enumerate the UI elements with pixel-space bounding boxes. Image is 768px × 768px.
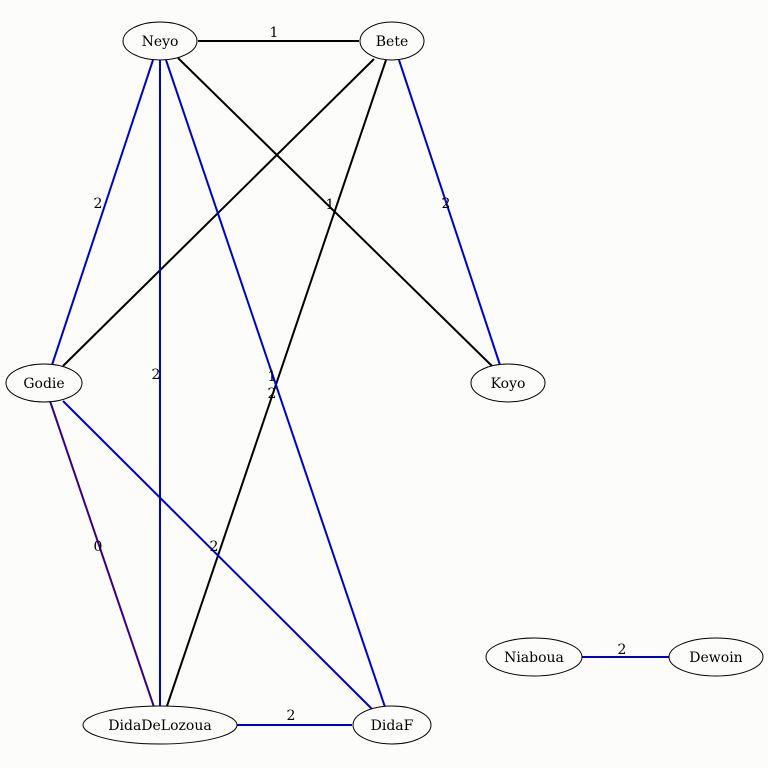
edge-label-neyo-koyo: 1 bbox=[326, 197, 335, 213]
edge-godie-didaf bbox=[62, 400, 373, 710]
node-label-bete: Bete bbox=[376, 34, 408, 50]
edge-label-bete-didadelozoua: 2 bbox=[268, 386, 277, 402]
node-shape-didadelozoua bbox=[82, 705, 238, 745]
edge-neyo-godie bbox=[51, 59, 154, 366]
node-label-niaboua: Niaboua bbox=[504, 650, 564, 666]
node-shape-godie bbox=[5, 363, 83, 403]
node-koyo[interactable]: Koyo bbox=[470, 363, 546, 403]
node-didadelozoua[interactable]: DidaDeLozoua bbox=[82, 705, 238, 745]
edge-label-godie-didadelozoua: 0 bbox=[94, 539, 103, 555]
node-shape-dewoin bbox=[668, 637, 764, 677]
edge-label-godie-didaf: 2 bbox=[210, 539, 219, 555]
edge-label-niaboua-dewoin: 2 bbox=[618, 642, 627, 658]
node-shape-neyo bbox=[122, 21, 198, 61]
edge-labels-layer: 1 1 2 2 2 2 1 0 2 2 2 bbox=[94, 25, 627, 724]
edge-label-didadelozoua-didaf: 2 bbox=[287, 708, 296, 724]
node-shape-koyo bbox=[470, 363, 546, 403]
node-label-koyo: Koyo bbox=[491, 376, 526, 392]
node-label-godie: Godie bbox=[23, 376, 64, 392]
node-niaboua[interactable]: Niaboua bbox=[485, 637, 583, 677]
node-shape-didaf bbox=[352, 705, 432, 745]
node-label-didadelozoua: DidaDeLozoua bbox=[108, 718, 211, 734]
node-dewoin[interactable]: Dewoin bbox=[668, 637, 764, 677]
edge-label-neyo-bete: 1 bbox=[270, 25, 279, 41]
node-neyo[interactable]: Neyo bbox=[122, 21, 198, 61]
nodes-layer: Neyo Bete Godie Koyo Niaboua Dewoin Dida… bbox=[5, 21, 764, 745]
node-label-didaf: DidaF bbox=[371, 718, 414, 734]
edge-label-bete-koyo: 2 bbox=[442, 196, 451, 212]
node-shape-niaboua bbox=[485, 637, 583, 677]
edge-godie-didadelozoua bbox=[49, 400, 155, 708]
node-label-neyo: Neyo bbox=[142, 34, 179, 50]
node-godie[interactable]: Godie bbox=[5, 363, 83, 403]
edges-layer bbox=[49, 40, 669, 726]
node-shape-bete bbox=[359, 21, 425, 61]
node-bete[interactable]: Bete bbox=[359, 21, 425, 61]
edge-bete-didadelozoua bbox=[166, 59, 387, 707]
edge-label-neyo-didaf: 1 bbox=[268, 369, 277, 385]
node-didaf[interactable]: DidaF bbox=[352, 705, 432, 745]
edge-neyo-didaf bbox=[165, 59, 386, 708]
edge-label-neyo-godie: 2 bbox=[94, 196, 103, 212]
edge-bete-koyo bbox=[398, 59, 501, 366]
node-label-dewoin: Dewoin bbox=[689, 650, 742, 666]
edge-label-neyo-didadelozoua: 2 bbox=[152, 367, 161, 383]
